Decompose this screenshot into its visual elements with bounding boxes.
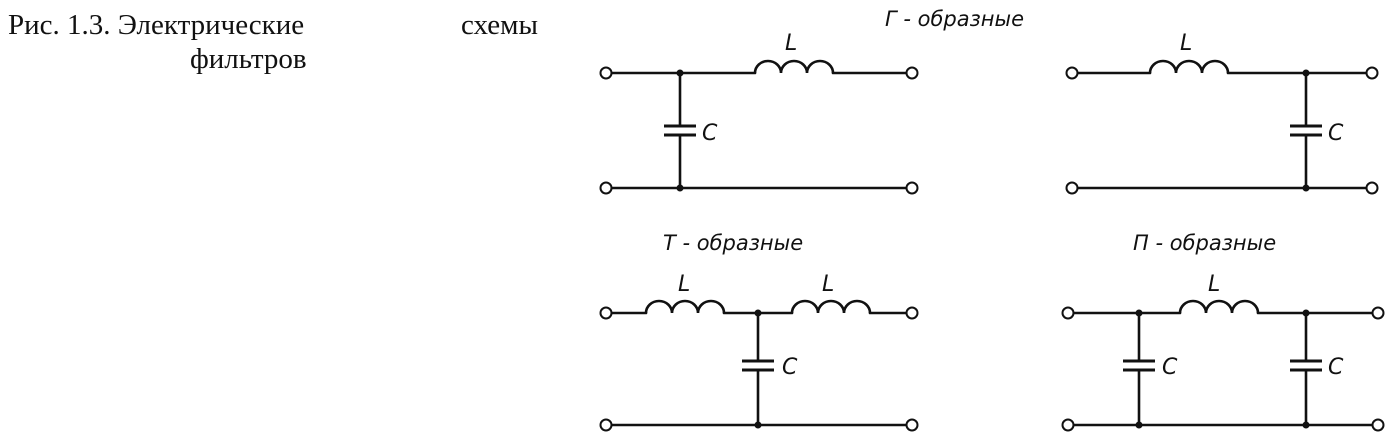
output-terminal [1371,418,1385,432]
input-terminal [1061,418,1075,432]
p-shaped-title: П - образные [1133,231,1276,255]
inductor-symbol [1148,59,1230,75]
inductor-symbol [753,59,835,75]
g-shaped-title: Г - образные [885,7,1024,31]
input-terminal [599,418,613,432]
caption-word-schemes: схемы [461,9,538,41]
output-terminal [905,418,919,432]
figure-caption: Рис. 1.3. Электрические схемы фильтров [8,8,538,76]
capacitor-label: C [1328,355,1344,380]
input-terminal [599,181,613,195]
input-terminal [599,66,613,80]
inductor-label: L [678,272,690,297]
input-terminal [1065,181,1079,195]
inductor-label: L [1180,31,1192,56]
output-terminal [905,66,919,80]
capacitor-label: C [782,355,798,380]
p-shaped-filter: П - образные L C C [1061,231,1385,432]
output-terminal [1365,181,1379,195]
inductor-symbol [790,299,872,315]
t-shaped-filter: Т - образные L L C [599,231,919,432]
t-shaped-title: Т - образные [663,231,803,255]
caption-line-1: Рис. 1.3. Электрические схемы [8,8,538,42]
input-terminal [1061,306,1075,320]
output-terminal [1365,66,1379,80]
output-terminal [905,306,919,320]
caption-line-2: фильтров [190,43,307,75]
inductor-label: L [822,272,834,297]
g-shaped-filters: Г - образные L C [599,7,1379,195]
g-filter-capacitor-first: L C [599,31,919,195]
capacitor-label: C [1162,355,1178,380]
capacitor-label: C [1328,121,1344,146]
inductor-symbol [1178,299,1260,315]
capacitor-label: C [702,121,718,146]
input-terminal [1065,66,1079,80]
g-filter-inductor-first: L C [1065,31,1379,195]
input-terminal [599,306,613,320]
output-terminal [905,181,919,195]
inductor-symbol [644,299,726,315]
caption-title: Рис. 1.3. Электрические [8,9,305,41]
output-terminal [1371,306,1385,320]
inductor-label: L [785,31,797,56]
inductor-label: L [1208,272,1220,297]
